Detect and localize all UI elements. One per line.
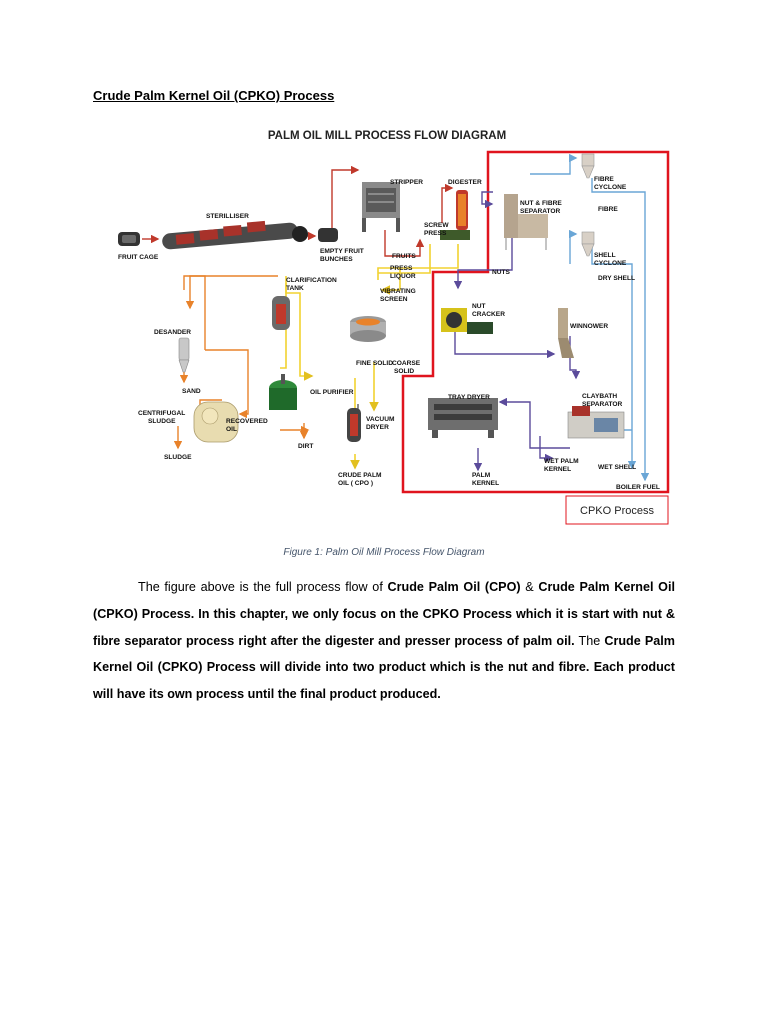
paragraph-segment-6: Crude Palm Kernel Oil (CPKO) Process wil… xyxy=(93,633,675,702)
label-fibre: FIBRE xyxy=(598,206,618,213)
vacuum-dryer-equipment xyxy=(347,408,361,442)
shell-cyclone-equipment xyxy=(581,231,595,257)
label-vacuum-1: VACUUM xyxy=(366,416,395,423)
label-centrifugal-1: CENTRIFUGAL xyxy=(138,410,185,417)
label-wet-palm-2: KERNEL xyxy=(544,466,571,473)
label-fruits: FRUITS xyxy=(392,253,416,260)
paragraph-segment-2: Crude Palm Oil (CPO) xyxy=(387,580,521,594)
vibrating-screen-equipment xyxy=(350,316,386,342)
label-empty-fruit-1: EMPTY FRUIT xyxy=(320,248,364,255)
label-nut-cracker-2: CRACKER xyxy=(472,311,505,318)
label-vacuum-2: DRYER xyxy=(366,424,389,431)
figure-caption: Figure 1: Palm Oil Mill Process Flow Dia… xyxy=(283,547,485,558)
label-wet-shell: WET SHELL xyxy=(598,464,636,471)
label-digester: DIGESTER xyxy=(448,179,482,186)
nut-fibre-separator-equipment xyxy=(504,194,548,250)
label-nut-cracker-1: NUT xyxy=(472,303,486,310)
process-flow-figure: PALM OIL MILL PROCESS FLOW DIAGRAM xyxy=(100,118,680,530)
label-fibre-cyclone-1: FIBRE xyxy=(594,176,614,183)
label-dry-shell: DRY SHELL xyxy=(598,275,635,282)
label-coarse-solid-1: COARSE xyxy=(392,360,421,367)
cpko-process-box xyxy=(565,495,669,525)
label-fibre-cyclone-2: CYCLONE xyxy=(594,184,627,191)
label-nuts: NUTS xyxy=(492,269,511,276)
label-clarification-1: CLARIFICATION xyxy=(286,277,337,284)
label-shell-cyclone-2: CYCLONE xyxy=(594,260,627,267)
label-oil-purifier: OIL PURIFIER xyxy=(310,389,354,396)
label-boiler-fuel: BOILER FUEL xyxy=(616,484,660,491)
diagram-title: PALM OIL MILL PROCESS FLOW DIAGRAM xyxy=(268,130,506,142)
desander-equipment xyxy=(178,337,190,373)
label-coarse-solid-2: SOLID xyxy=(394,368,414,375)
sterilliser-equipment xyxy=(162,220,338,250)
label-palm-kernel-1: PALM xyxy=(472,472,491,479)
label-press-liquor-2: LIQUOR xyxy=(390,273,416,280)
claybath-separator-equipment xyxy=(567,406,625,439)
label-recovered-2: OIL xyxy=(226,426,237,433)
page-heading: Crude Palm Kernel Oil (CPKO) Process xyxy=(93,88,335,103)
label-cpo-2: OIL ( CPO ) xyxy=(338,480,373,487)
paragraph-segment-4: Crude Palm Kernel Oil (CPKO) Process. In… xyxy=(93,580,675,648)
tray-dryer-equipment xyxy=(428,398,498,438)
stripper-equipment xyxy=(362,182,400,232)
label-centrifugal-2: SLUDGE xyxy=(148,418,176,425)
body-paragraph: The figure above is the full process flo… xyxy=(93,574,675,708)
clarification-tank-equipment xyxy=(272,296,290,330)
label-wet-palm-1: WET PALM xyxy=(544,458,579,465)
label-recovered-1: RECOVERED xyxy=(226,418,268,425)
label-fine-solid: FINE SOLID xyxy=(356,360,393,367)
oil-purifier-equipment xyxy=(269,374,297,410)
label-empty-fruit-2: BUNCHES xyxy=(320,256,353,263)
label-screw-2: PRESS xyxy=(424,230,447,237)
label-nut-fibre-2: SEPARATOR xyxy=(520,208,561,215)
yellow-flow-lines xyxy=(280,244,459,470)
paragraph-segment-1: The figure above is the full process flo… xyxy=(138,580,388,594)
label-vibrating-1: VIBRATING xyxy=(380,288,416,295)
label-palm-kernel-2: KERNEL xyxy=(472,480,499,487)
label-sterilliser: STERILLISER xyxy=(206,213,249,220)
label-fruit-cage: FRUIT CAGE xyxy=(118,254,159,261)
paragraph-segment-3: & xyxy=(520,580,539,594)
label-press-liquor-1: PRESS xyxy=(390,265,413,272)
nut-cracker-equipment xyxy=(441,308,493,334)
winnower-equipment xyxy=(558,308,574,358)
digester-equipment xyxy=(440,190,470,240)
fruit-cage-equipment xyxy=(118,232,140,246)
label-clarification-2: TANK xyxy=(286,285,304,292)
label-sludge: SLUDGE xyxy=(164,454,192,461)
label-tray-dryer: TRAY DRYER xyxy=(448,394,490,401)
label-cpo-1: CRUDE PALM xyxy=(338,472,382,479)
label-sand: SAND xyxy=(182,388,201,395)
label-screw-1: SCREW xyxy=(424,222,449,229)
label-dirt: DIRT xyxy=(298,443,313,450)
label-winnower: WINNOWER xyxy=(570,323,608,330)
centrifugal-sludge-equipment xyxy=(193,401,239,443)
label-desander: DESANDER xyxy=(154,329,191,336)
label-shell-cyclone-1: SHELL xyxy=(594,252,616,259)
label-vibrating-2: SCREEN xyxy=(380,296,408,303)
label-nut-fibre-1: NUT & FIBRE xyxy=(520,200,562,207)
label-stripper: STRIPPER xyxy=(390,179,423,186)
label-claybath-2: SEPARATOR xyxy=(582,401,623,408)
paragraph-segment-5: The xyxy=(574,633,605,648)
label-claybath-1: CLAYBATH xyxy=(582,393,617,400)
cpko-boundary xyxy=(401,150,670,494)
cpko-process-label: CPKO Process xyxy=(580,505,654,517)
fibre-cyclone-equipment xyxy=(581,153,595,179)
